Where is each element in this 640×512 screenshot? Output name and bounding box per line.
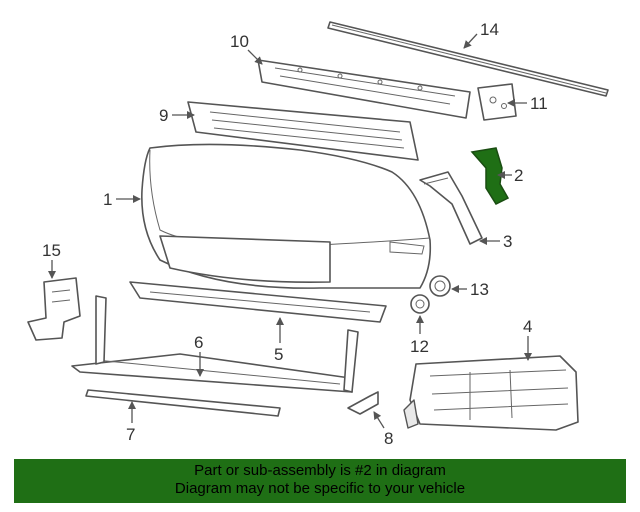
callout-11: 11 bbox=[507, 94, 548, 113]
callout-9: 9 bbox=[159, 106, 195, 125]
callout-1: 1 bbox=[103, 190, 141, 209]
callout-12: 12 bbox=[410, 315, 429, 356]
svg-text:8: 8 bbox=[384, 429, 393, 448]
svg-text:6: 6 bbox=[194, 333, 203, 352]
part-8-corner-bracket bbox=[347, 391, 379, 415]
callout-10: 10 bbox=[230, 32, 263, 65]
part-info-banner: Part or sub-assembly is #2 in diagram Di… bbox=[14, 459, 626, 503]
callout-2: 2 bbox=[497, 166, 523, 185]
part-14-seal-strip bbox=[327, 21, 609, 97]
svg-text:9: 9 bbox=[159, 106, 168, 125]
svg-text:4: 4 bbox=[523, 317, 532, 336]
callout-6: 6 bbox=[194, 333, 204, 377]
part-5-lower-trim bbox=[129, 281, 387, 323]
svg-text:14: 14 bbox=[480, 20, 499, 39]
parts-diagram: 1 2 3 4 5 6 7 8 9 10 11 12 bbox=[27, 20, 609, 448]
svg-text:15: 15 bbox=[42, 241, 61, 260]
svg-text:5: 5 bbox=[274, 345, 283, 364]
svg-text:1: 1 bbox=[103, 190, 112, 209]
part-3-side-bracket bbox=[419, 171, 483, 245]
svg-text:12: 12 bbox=[410, 337, 429, 356]
banner-line-disclaimer: Diagram may not be specific to your vehi… bbox=[174, 480, 466, 497]
part-12-plug bbox=[410, 294, 430, 314]
svg-text:3: 3 bbox=[503, 232, 512, 251]
callout-15: 15 bbox=[42, 241, 61, 279]
part-4-carrier bbox=[403, 355, 579, 431]
part-13-grommet bbox=[429, 275, 451, 297]
callout-8: 8 bbox=[373, 411, 393, 448]
callout-5: 5 bbox=[274, 317, 284, 364]
callout-4: 4 bbox=[523, 317, 532, 361]
callout-14: 14 bbox=[463, 20, 499, 49]
callout-7: 7 bbox=[126, 401, 136, 444]
part-1-bumper-fascia bbox=[141, 143, 432, 289]
callout-13: 13 bbox=[451, 280, 489, 299]
part-15-sensor bbox=[27, 277, 81, 341]
banner-line-part: Part or sub-assembly is #2 in diagram bbox=[194, 462, 446, 479]
part-7-bottom-strip bbox=[85, 389, 281, 417]
callout-3: 3 bbox=[479, 232, 512, 251]
svg-text:2: 2 bbox=[514, 166, 523, 185]
part-6-lower-valance bbox=[71, 295, 359, 393]
part-10-upper-bracket bbox=[257, 59, 471, 119]
svg-text:13: 13 bbox=[470, 280, 489, 299]
part-2-bracket-highlighted bbox=[470, 147, 510, 205]
svg-text:7: 7 bbox=[126, 425, 135, 444]
svg-text:11: 11 bbox=[530, 94, 548, 113]
svg-text:10: 10 bbox=[230, 32, 249, 51]
part-11-small-bracket bbox=[477, 83, 517, 121]
part-9-absorber bbox=[187, 101, 419, 161]
